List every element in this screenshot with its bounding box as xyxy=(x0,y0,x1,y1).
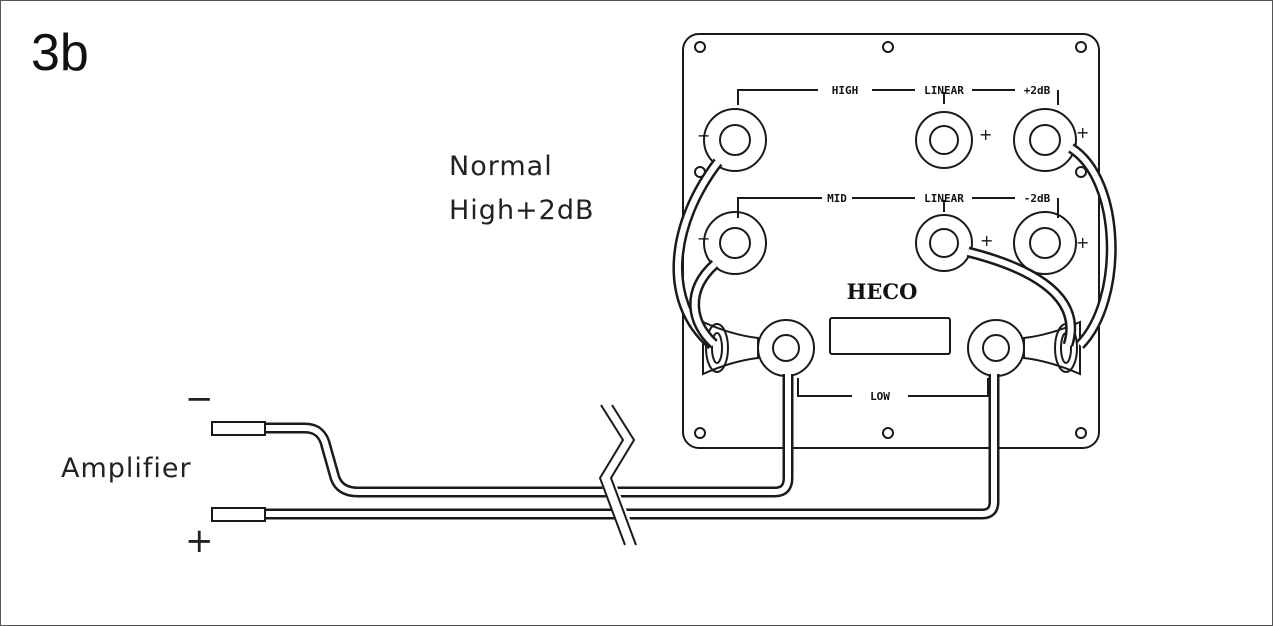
cable-break-mark xyxy=(598,404,637,546)
post-low-left xyxy=(757,319,815,377)
amplifier-plus-sign: + xyxy=(185,521,214,561)
terminal-sign-high-minus: − xyxy=(697,126,710,145)
label-window xyxy=(829,317,951,355)
post-mid-minus xyxy=(703,211,767,275)
cable-break-mask xyxy=(598,401,640,548)
figure-label: 3b xyxy=(31,24,89,82)
wire-end-minus xyxy=(211,421,266,436)
post-high-plus2db xyxy=(1013,108,1077,172)
cable-lug-left xyxy=(702,320,759,376)
setting-note-line1: Normal xyxy=(449,151,553,182)
post-mid-minus2db xyxy=(1013,211,1077,275)
mid-linear-label: LINEAR xyxy=(924,192,964,205)
high-row-bracket xyxy=(737,89,1059,105)
terminal-sign-mid-linear: + xyxy=(980,231,993,250)
jumper-cable-mid-linear xyxy=(966,246,1077,347)
jumper-cable-mid-minus xyxy=(689,259,719,349)
high-label: HIGH xyxy=(832,84,859,97)
mid-label: MID xyxy=(827,192,847,205)
amplifier-minus-sign: − xyxy=(185,379,214,419)
post-high-linear xyxy=(915,111,973,169)
terminal-sign-mid-minus: − xyxy=(697,229,710,248)
amplifier-label: Amplifier xyxy=(61,453,192,484)
mid-row-bracket xyxy=(737,197,1059,218)
post-high-minus xyxy=(703,108,767,172)
post-mid-linear xyxy=(915,214,973,272)
terminal-sign-high-plus2db: + xyxy=(1076,123,1089,142)
high-linear-label: LINEAR xyxy=(924,84,964,97)
wire-end-plus xyxy=(211,507,266,522)
terminal-sign-high-linear: + xyxy=(979,125,992,144)
post-low-right xyxy=(967,319,1025,377)
setting-note-line2: High+2dB xyxy=(449,195,595,226)
screw-holes xyxy=(694,41,1087,439)
speaker-cable-minus xyxy=(211,374,794,498)
mid-level-label: -2dB xyxy=(1024,192,1051,205)
speaker-cable-plus xyxy=(211,374,1000,522)
brand-logo: HECO xyxy=(847,279,918,304)
low-label: LOW xyxy=(870,390,890,403)
terminal-sign-mid-minus2db: + xyxy=(1076,233,1089,252)
jumper-cable-high-plus xyxy=(1067,143,1117,349)
high-level-label: +2dB xyxy=(1024,84,1051,97)
low-row-bracket xyxy=(797,378,989,397)
